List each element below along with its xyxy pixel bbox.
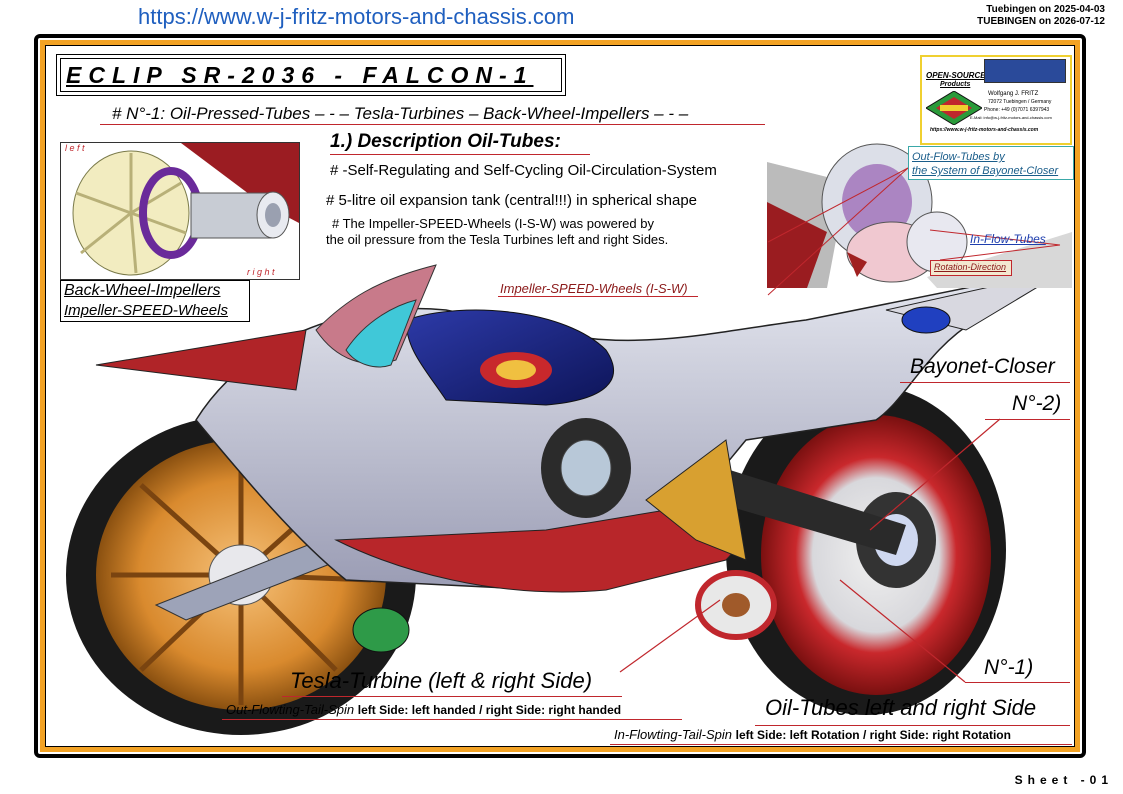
page-title: ECLIP SR-2036 - FALCON-1 [66,62,534,88]
impeller-inset: l e f t r i g h t [60,142,300,280]
isw-underline [498,296,698,297]
description-underline [330,154,590,155]
logo-name: Wolfgang J. FRITZ [988,91,1039,97]
logo-phone: Phone: +49 (0)7071 6397943 [984,107,1050,113]
leader-lines [619,418,1001,683]
inset-left-label: l e f t [65,143,85,153]
tesla-underline [282,696,622,697]
impeller-caption-frame [60,280,250,322]
logo-line-1: OPEN-SOURCE [926,71,986,80]
logo-web: https://www.w-j-fritz-motors-and-chassis… [930,127,1039,133]
label-in-spin: In-Flowting-Tail-Spin left Side: left Ro… [614,727,1011,742]
in-spin-underline [610,744,1072,745]
title-frame [56,54,566,96]
subtitle-underline [100,124,765,125]
description-heading: 1.) Description Oil-Tubes: [330,131,561,152]
motorcycle-illustration [66,264,1067,735]
windscreen [315,264,437,365]
rotation-box [930,260,1012,276]
callout-lines [767,167,1061,296]
label-out-flow-1: Out-Flow-Tubes by [912,151,1005,163]
label-n2: N°-2) [1012,392,1062,415]
label-isw: Impeller-SPEED-Wheels (I-S-W) [500,281,688,296]
description-line-3: # The Impeller-SPEED-Wheels (I-S-W) was … [332,216,654,231]
description-line-4: the oil pressure from the Tesla Turbines… [326,232,669,247]
logo-line-2: Products [940,81,971,88]
in-spin-detail: left Side: left Rotation / right Side: r… [735,728,1011,742]
out-flow-box [908,146,1074,180]
in-spin-title: In-Flowting-Tail-Spin [614,727,733,742]
label-n1: N°-1) [984,656,1034,679]
label-out-spin: Out-Flowting-Tail-Spin left Side: left h… [226,702,621,717]
bayonet-underline [900,382,1070,383]
nose-cone [95,329,307,391]
out-spin-title: Out-Flowting-Tail-Spin [226,702,355,717]
caption-back-wheel-impellers: Back-Wheel-Impellers [64,282,221,299]
subtitle: # N°-1: Oil-Pressed-Tubes – - – Tesla-Tu… [112,104,689,123]
label-tesla-turbine: Tesla-Turbine (left & right Side) [290,668,593,693]
oil-underline [755,725,1070,726]
n2-underline [985,419,1070,420]
logo-address: 72072 Tuebingen / Germany [988,99,1052,105]
impeller-drawing [61,143,299,279]
label-oil-tubes: Oil-Tubes left and right Side [765,695,1037,720]
description-line-1: # -Self-Regulating and Self-Cycling Oil-… [330,162,717,179]
logo-car-image [984,59,1066,83]
sheet-frame-outer [34,34,1086,758]
logo-emblem [926,91,982,125]
date-line-1: Tuebingen on 2025-04-03 [986,4,1105,15]
company-logo: OPEN-SOURCE Products Wolfgang J. FRITZ 7… [920,55,1072,145]
website-url[interactable]: https://www.w-j-fritz-motors-and-chassis… [138,4,575,29]
logo-email: E-Mail: info@w-j-fritz-motors-and-chassi… [970,115,1052,120]
label-in-flow: In-Flow-Tubes [970,232,1046,246]
label-out-flow-2: the System of Bayonet-Closer [912,165,1059,177]
date-line-2: TUEBINGEN on 2026-07-12 [977,16,1105,27]
title-frame-inner [60,58,562,92]
caption-impeller-speed-wheels: Impeller-SPEED-Wheels [64,302,228,319]
inset-right-label: r i g h t [247,267,275,277]
label-rotation: Rotation-Direction [934,262,1007,272]
out-spin-underline [222,719,682,720]
tesla-turbine-left [352,607,410,653]
label-bayonet-closer: Bayonet-Closer [910,355,1055,378]
date-block: Tuebingen on 2025-04-03 TUEBINGEN on 202… [977,4,1105,28]
description-line-2: # 5-litre oil expansion tank (central!!!… [326,192,698,209]
out-spin-detail: left Side: left handed / right Side: rig… [357,703,622,717]
n1-underline [965,682,1070,683]
sheet-frame-inner [45,45,1075,747]
sheet-frame-orange [40,40,1080,752]
sheet-number: Sheet -01 [1014,773,1113,787]
